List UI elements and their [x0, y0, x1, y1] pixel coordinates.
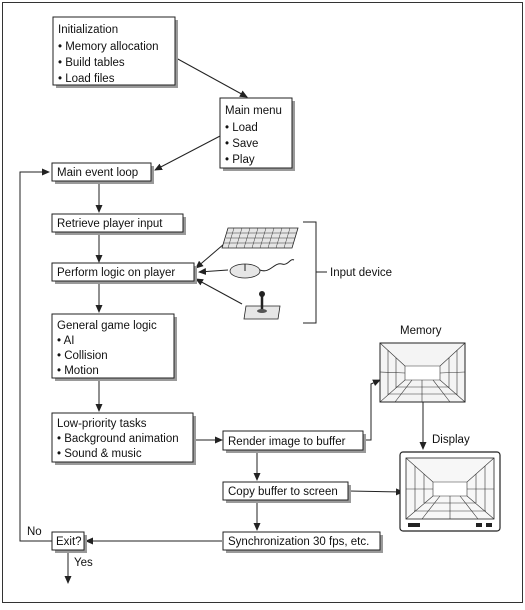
exit-decision-node: Exit?: [51, 531, 87, 553]
node-title: Copy buffer to screen: [228, 486, 338, 498]
render-image-node: Render image to buffer: [222, 430, 366, 453]
input-device-label: Input device: [330, 267, 392, 279]
node-title: Initialization: [58, 24, 118, 36]
list-item: • Background animation: [57, 433, 179, 445]
initialization-node: Initialization • Memory allocation • Bui…: [52, 16, 178, 88]
low-priority-tasks-node: Low-priority tasks • Background animatio…: [51, 412, 196, 465]
retrieve-player-input-node: Retrieve player input: [51, 213, 186, 235]
mouse-icon: [229, 259, 295, 279]
perform-logic-on-player-node: Perform logic on player: [51, 262, 197, 284]
main-menu-node: Main menu • Load • Save • Play: [219, 97, 295, 171]
list-item: • Motion: [57, 365, 99, 377]
connectors: [19, 57, 427, 584]
node-title: Main event loop: [57, 167, 138, 179]
display-label: Display: [432, 434, 470, 446]
list-item: • AI: [57, 335, 74, 347]
node-title: Retrieve player input: [57, 218, 163, 230]
display-monitor-icon: [399, 451, 501, 532]
node-title: Synchronization 30 fps, etc.: [228, 536, 369, 548]
joystick-icon: [243, 291, 281, 320]
no-label: No: [27, 526, 42, 538]
synchronization-node: Synchronization 30 fps, etc.: [222, 531, 383, 553]
node-title: Render image to buffer: [228, 436, 346, 448]
node-title: Exit?: [56, 536, 82, 548]
yes-label: Yes: [74, 557, 93, 569]
list-item: • Save: [225, 138, 258, 150]
memory-label: Memory: [400, 325, 442, 337]
list-item: • Memory allocation: [58, 41, 159, 53]
list-item: • Collision: [57, 350, 108, 362]
memory-buffer-icon: [379, 342, 466, 403]
main-event-loop-node: Main event loop: [51, 162, 154, 184]
node-title: Low-priority tasks: [57, 418, 147, 430]
list-item: • Load files: [58, 73, 115, 85]
list-item: • Build tables: [58, 57, 125, 69]
node-title: Main menu: [225, 105, 282, 117]
general-game-logic-node: General game logic • AI • Collision • Mo…: [51, 313, 177, 381]
copy-buffer-node: Copy buffer to screen: [222, 481, 351, 503]
list-item: • Load: [225, 122, 258, 134]
node-title: Perform logic on player: [57, 267, 175, 279]
list-item: • Play: [225, 154, 255, 166]
figure-frame: [2, 2, 523, 603]
node-title: General game logic: [57, 320, 157, 332]
keyboard-icon: [221, 227, 299, 249]
list-item: • Sound & music: [57, 448, 142, 460]
